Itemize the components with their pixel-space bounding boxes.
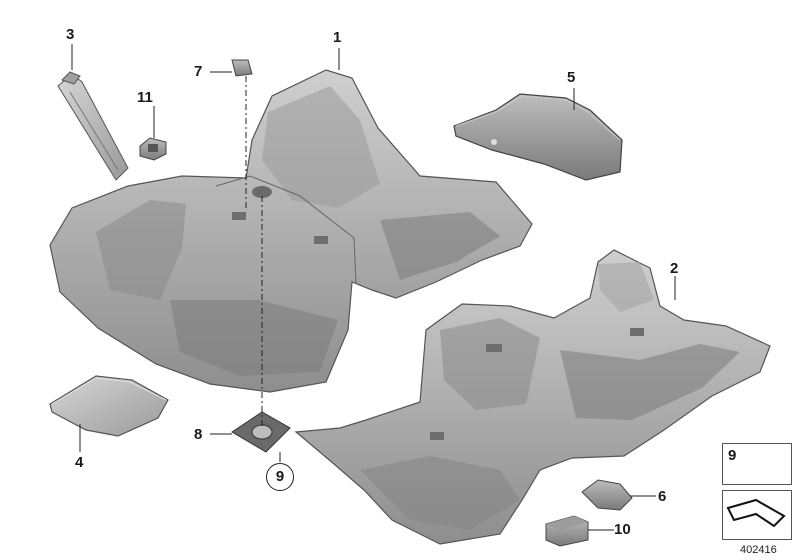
label-part-1: 1 [333,29,342,46]
legend-box-symbol [722,490,792,540]
part-10-block [545,515,589,547]
label-part-10: 10 [614,521,631,538]
label-part-11: 11 [137,89,153,106]
part-8-grommet-plate [231,411,291,453]
label-part-5: 5 [567,69,576,86]
part-2-rear-floor-covering [294,249,771,545]
label-part-9-circled: 9 [266,463,294,491]
label-part-6: 6 [658,488,667,505]
legend-box-part-9 [722,443,792,485]
part-3-sill-strip [57,71,129,181]
part-1-front-floor-covering [49,69,533,393]
part-5-insulation-plate [453,93,623,181]
leader-lines [71,44,676,531]
label-part-7: 7 [194,63,203,80]
legend-part-9-number: 9 [728,447,737,464]
label-part-4: 4 [75,454,84,471]
part-7-clip [231,59,253,77]
label-part-3: 3 [66,26,75,43]
label-part-8: 8 [194,426,203,443]
part-11-clip [139,137,167,161]
legend-plate-icon [726,498,786,528]
part-4-plate [49,375,169,437]
document-number: 402416 [740,544,777,556]
label-part-2: 2 [670,260,679,277]
part-6-pad [581,479,633,511]
